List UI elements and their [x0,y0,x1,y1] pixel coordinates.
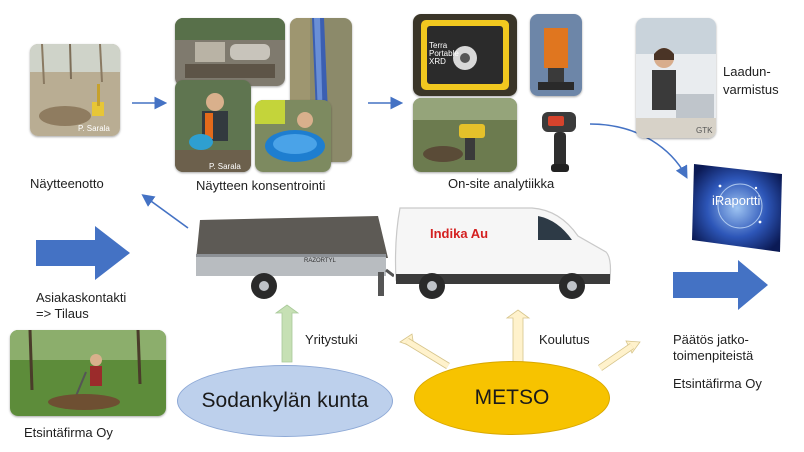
stage-quality-label-line1: Laadun- [723,64,771,79]
support-training-label: Koulutus [539,332,590,347]
arrow-metso-training [505,309,531,365]
metso-label: METSO [474,386,550,409]
concentration-photo-credit: P. Sarala [209,162,241,171]
stage-quality-label-line2: varmistus [723,82,779,97]
stage-sampling-label: Näytteenotto [30,176,104,191]
outcome-decision-line2: toimenpiteistä [673,348,754,363]
customer-company-label: Etsintäfirma Oy [24,425,113,440]
trailer-graphic: RAZORTYL [192,214,395,302]
stage-onsite-label: On-site analytiikka [448,176,555,191]
xrf-gun-icon [538,106,580,174]
report-label: iRaportti [712,193,761,208]
device-label: Terra Portable XRD [429,41,459,66]
customer-contact-line2: => Tilaus [36,306,89,321]
big-arrow-outcome [673,260,768,310]
arrow-metso-to-outcome-fill [598,343,634,371]
customer-photo [10,330,166,416]
van-graphic: Indika Au [392,200,614,304]
arrow-trailer-to-sampling [141,194,189,229]
arrow-onsite-to-report [589,123,688,179]
quality-photo-lab: GTK [636,18,716,138]
trailer-label: RAZORTYL [304,258,336,264]
municipality-oval: Sodankylän kunta [177,365,393,437]
arrow-municipality-support [274,304,300,363]
metso-oval: METSO [414,361,610,435]
lab-photo-credit: GTK [696,126,713,135]
support-business-label: Yritystuki [305,332,358,347]
customer-contact-line1: Asiakaskontakti [36,290,127,305]
big-arrow-customer [36,226,130,280]
concentration-photo-panning [255,100,331,172]
sampling-photo: P. Sarala [30,44,120,136]
stage-concentration-label: Näytteen konsentrointi [196,178,326,193]
concentration-photo-machine [175,18,285,86]
outcome-decision-line1: Päätös jatko- [673,332,749,347]
onsite-photo-device: Terra Portable XRD [413,14,517,96]
report-image: iRaportti [690,160,786,252]
van-label: Indika Au [430,226,489,241]
sampling-photo-credit: P. Sarala [78,124,110,133]
concentration-photo-worker: P. Sarala [175,80,251,172]
onsite-photo-instrument [530,14,582,96]
outcome-company-label: Etsintäfirma Oy [673,376,762,391]
onsite-photo-xrf-field [413,98,517,172]
municipality-label: Sodankylän kunta [201,389,369,412]
arrow-metso-to-municipality-fill [405,338,450,369]
